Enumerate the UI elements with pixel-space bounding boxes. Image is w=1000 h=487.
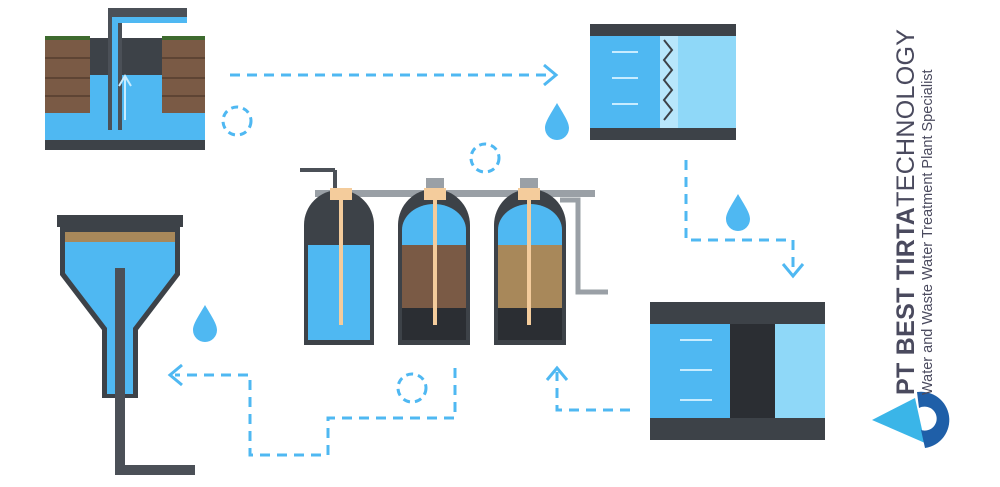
bubble-icon — [469, 142, 501, 174]
company-name-light: TECHNOLOGY — [892, 28, 920, 207]
flow-arrows — [175, 73, 795, 457]
company-name: PT BEST TIRTATECHNOLOGY — [892, 28, 920, 395]
carbon-filter — [650, 302, 825, 440]
flow-arrow-tanks-to-funnel — [175, 368, 457, 457]
screen-filter — [590, 24, 736, 140]
water-drop-icon — [193, 305, 217, 342]
water-drop-icon — [545, 103, 569, 140]
company-logo-icon — [872, 391, 950, 448]
water-drop-icon — [726, 194, 750, 231]
flow-arrow-carbon-to-tanks — [555, 372, 630, 412]
water-drop-icons — [193, 103, 750, 342]
company-name-bold: PT BEST TIRTA — [892, 206, 920, 395]
flow-arrow-filter-to-carbon — [684, 160, 795, 272]
arrow-heads — [167, 63, 805, 387]
well-source — [45, 8, 205, 150]
bubble-icon — [221, 105, 253, 137]
bubble-icon — [396, 372, 428, 404]
company-tagline: Water and Waste Water Treatment Plant Sp… — [920, 69, 936, 395]
filter-tanks — [300, 168, 608, 345]
funnel-clarifier — [57, 215, 195, 475]
bubble-icons — [221, 105, 501, 404]
brand-text: PT BEST TIRTATECHNOLOGY Water and Waste … — [892, 28, 937, 395]
